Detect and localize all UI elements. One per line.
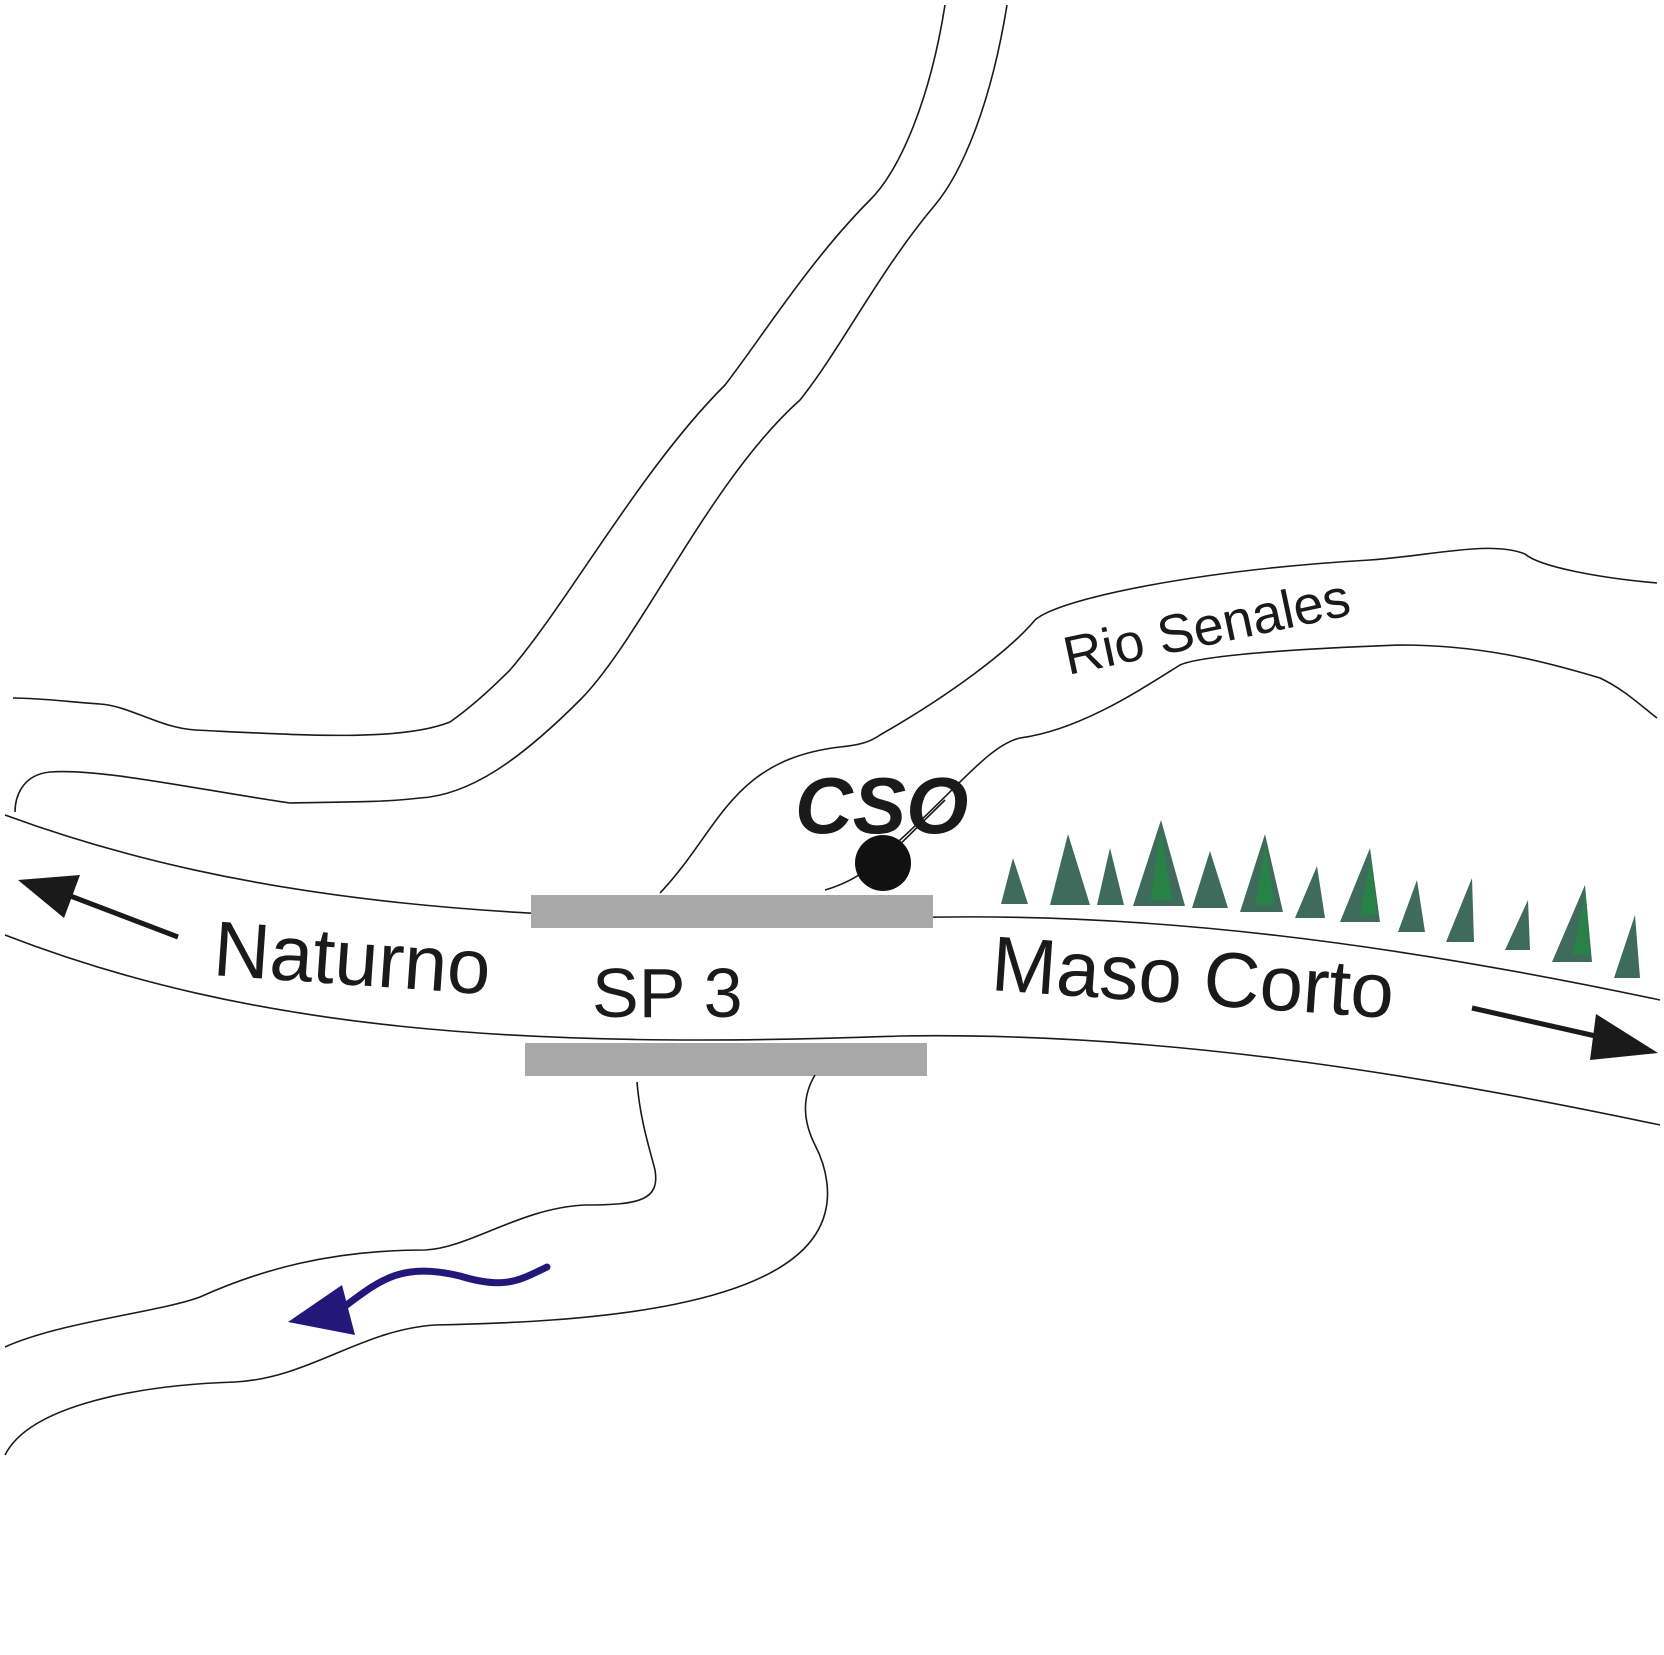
road-south-edge	[4, 934, 1661, 1126]
label-sp3: SP 3	[592, 954, 743, 1032]
arrow-west-icon	[18, 875, 80, 918]
bridge-parapet-south	[525, 1043, 927, 1076]
tree-highlight	[1572, 895, 1590, 955]
flow-direction-icon	[336, 1263, 551, 1314]
label-naturno: Naturno	[211, 904, 494, 1011]
conifer-tree-icon	[1192, 851, 1228, 908]
conifer-tree-icon	[1446, 878, 1474, 942]
valley-bank-left	[12, 4, 946, 737]
tree-highlight	[1255, 845, 1275, 905]
tree-highlight	[1150, 830, 1172, 900]
station-dot-icon	[855, 835, 911, 891]
downstream-bank-south	[4, 1074, 829, 1456]
downstream-bank-north	[4, 1081, 657, 1348]
arrow-east-icon	[1590, 1014, 1658, 1060]
conifer-tree-icon	[1398, 880, 1425, 932]
arrow-west-shaft	[59, 889, 179, 940]
conifer-tree-icon	[1505, 900, 1530, 950]
label-cso: CSO	[795, 761, 968, 850]
conifer-tree-icon	[1001, 858, 1028, 904]
bridge-parapet-north	[531, 895, 933, 928]
conifer-tree-icon	[1097, 848, 1124, 905]
valley-bank-right	[14, 4, 1008, 813]
label-maso-corto: Maso Corto	[989, 919, 1397, 1035]
conifer-tree-icon	[1614, 915, 1640, 978]
conifer-tree-icon	[1050, 834, 1090, 905]
river-bank-north	[659, 547, 1658, 894]
label-rio-senales: Rio Senales	[1058, 568, 1355, 687]
tree-highlight	[1360, 858, 1378, 915]
arrow-east-shaft	[1471, 1005, 1601, 1040]
flow-arrowhead-icon	[288, 1285, 355, 1335]
tree-row	[1001, 820, 1640, 978]
conifer-tree-icon	[1295, 866, 1325, 918]
river-bank-south	[824, 644, 1658, 891]
